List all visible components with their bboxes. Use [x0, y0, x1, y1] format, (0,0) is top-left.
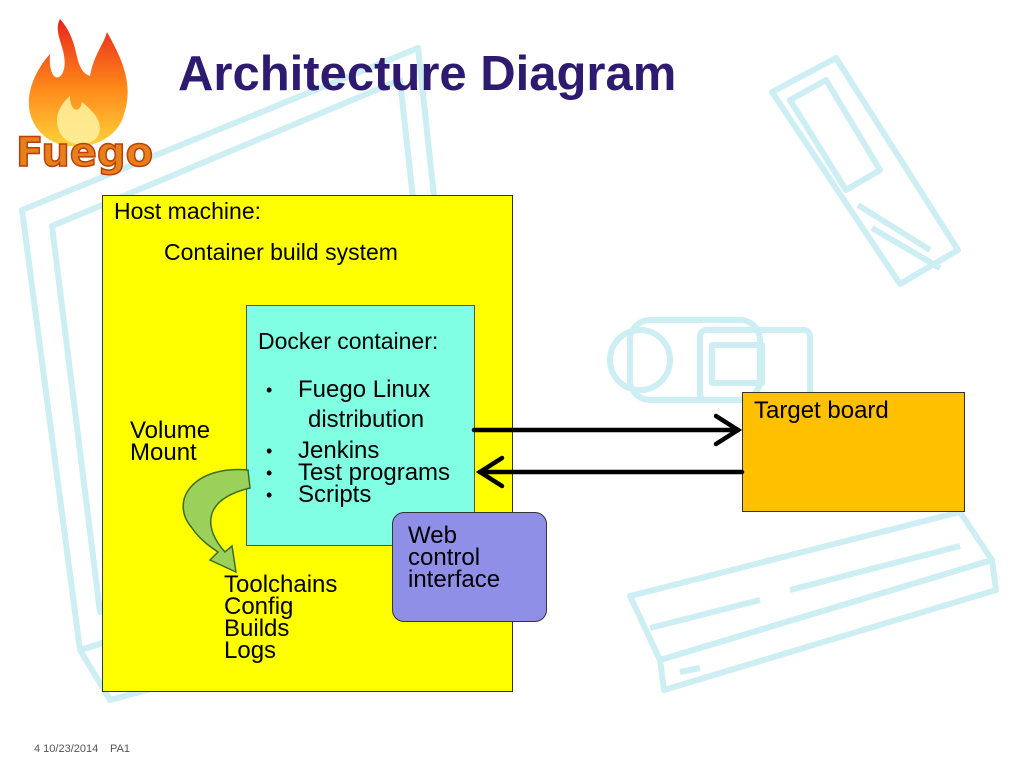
page-title: Architecture Diagram: [178, 47, 677, 101]
target-board-label: Target board: [754, 397, 889, 424]
bullet-icon: •: [266, 441, 273, 461]
fuego-logo: Fuego: [12, 14, 157, 179]
web-control-interface-box: [392, 512, 547, 622]
host-machine-label: Host machine:: [114, 198, 262, 224]
volume-mount-label-line2: Mount: [130, 439, 197, 466]
dvd-player-outline-icon: [627, 509, 999, 693]
flame-logo-icon: Fuego: [15, 19, 154, 177]
volume-mount-label-line1: Volume: [130, 417, 211, 444]
docker-container-box: [246, 305, 475, 546]
web-label-line3: interface: [408, 566, 501, 593]
container-build-system-label: Container build system: [164, 239, 398, 265]
camcorder-outline-icon: [607, 317, 813, 403]
host-item: Builds: [224, 615, 290, 642]
docker-item: Test programs: [298, 459, 451, 486]
docker-item: Fuego Linux: [298, 376, 431, 403]
bullet-icon: •: [266, 380, 273, 400]
host-item: Toolchains: [224, 571, 338, 598]
phone-outline-icon: [769, 55, 961, 287]
host-item: Config: [224, 593, 294, 620]
host-item: Logs: [224, 637, 277, 664]
bullet-icon: •: [266, 485, 273, 505]
docker-item: Jenkins: [298, 437, 380, 464]
docker-item: Scripts: [298, 481, 372, 508]
footer-id: PA1: [110, 743, 130, 755]
web-label-line2: control: [408, 544, 481, 571]
docker-container-label: Docker container:: [258, 328, 439, 354]
bullet-icon: •: [266, 463, 273, 483]
target-board-box: [742, 392, 965, 512]
footer-date: 4 10/23/2014: [34, 743, 99, 755]
web-label-line1: Web: [408, 522, 457, 549]
docker-item: distribution: [308, 406, 425, 433]
logo-text: Fuego: [16, 130, 153, 176]
